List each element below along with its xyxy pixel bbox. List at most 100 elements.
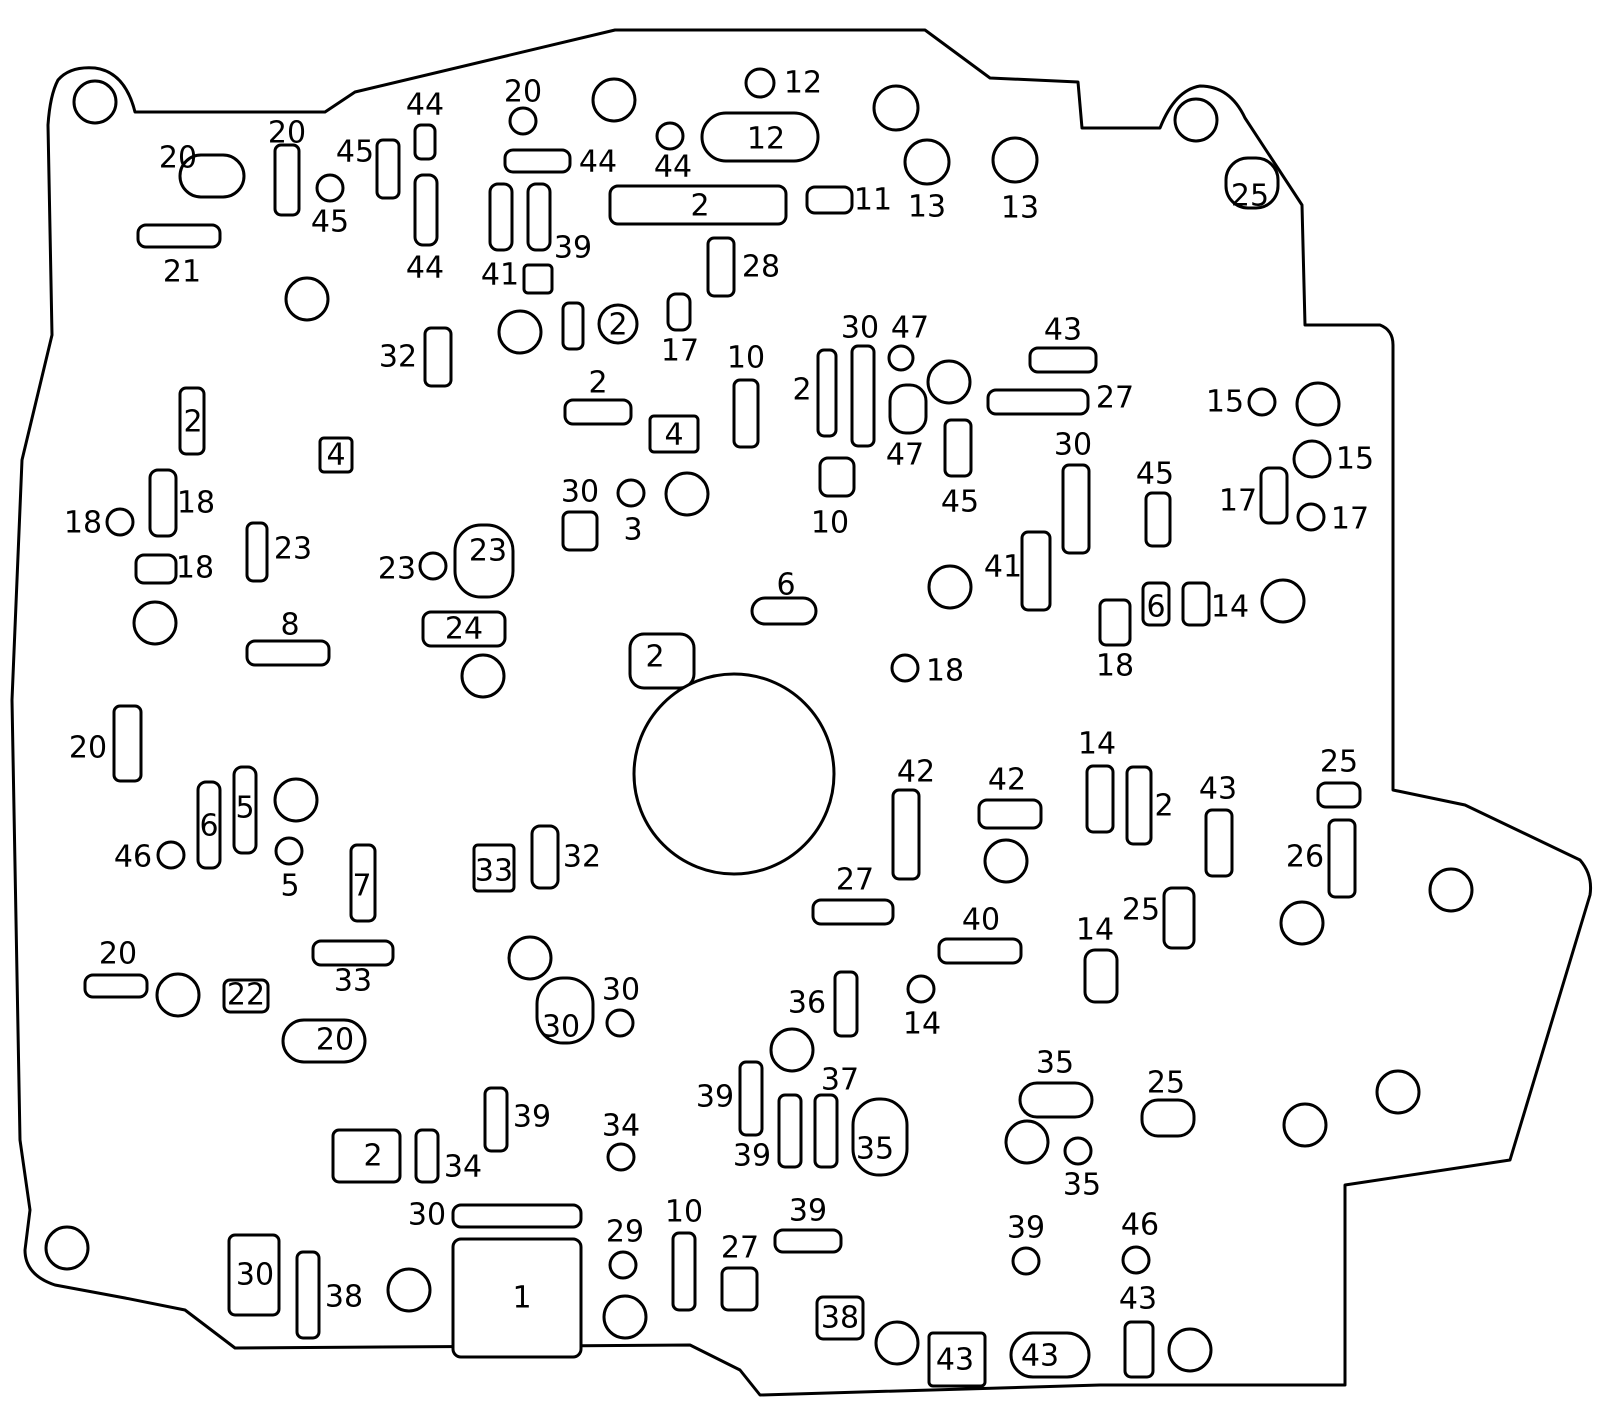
hole-34 (1428, 867, 1474, 913)
slot-31 (1061, 463, 1091, 555)
slot-7-label: 44 (579, 145, 617, 180)
slot-9 (526, 182, 552, 252)
hole-17-label: 17 (1331, 502, 1369, 537)
hole-14 (1247, 387, 1277, 417)
slot-22-label: 10 (727, 341, 765, 376)
slot-73 (813, 1093, 839, 1169)
slot-42 (1098, 598, 1132, 647)
slot-50 (472, 843, 516, 893)
hole-21 (664, 471, 710, 517)
slot-79 (227, 1233, 281, 1317)
slot-5 (413, 123, 437, 161)
hole-32 (605, 1008, 635, 1038)
hole-12 (887, 344, 915, 372)
slot-76 (331, 1128, 402, 1184)
slot-70 (1140, 1098, 1196, 1138)
slot-79-label: 30 (236, 1258, 274, 1293)
slot-8-label: 41 (481, 258, 519, 293)
slot-28 (986, 388, 1090, 416)
slot-85 (815, 1295, 865, 1341)
slot-28-label: 27 (1096, 381, 1134, 416)
hole-18 (105, 507, 135, 537)
slot-33 (148, 468, 178, 538)
slot-24-label: 30 (841, 311, 879, 346)
slot-18 (178, 386, 206, 456)
hole-16-label: 15 (1336, 442, 1374, 477)
slot-60-label: 2 (1154, 789, 1173, 824)
hole-2-label: 20 (504, 75, 542, 110)
hole-32-label: 30 (602, 973, 640, 1008)
slot-2-label: 21 (163, 255, 201, 290)
hole-41-label: 35 (1063, 1168, 1101, 1203)
hole-9 (284, 276, 330, 322)
hole-39 (1282, 1102, 1328, 1148)
slot-65-label: 40 (962, 903, 1000, 938)
hole-2 (508, 106, 538, 136)
hole-20 (616, 478, 646, 508)
slot-26 (943, 418, 973, 478)
slot-4-label: 45 (336, 135, 374, 170)
slot-46-label: 20 (69, 731, 107, 766)
slot-2 (136, 223, 222, 249)
slot-54-label: 22 (227, 978, 265, 1013)
slot-77 (414, 1128, 440, 1184)
slot-71 (738, 1060, 764, 1137)
slot-6 (413, 173, 439, 247)
slot-4 (375, 138, 401, 200)
slot-5-label: 44 (406, 88, 444, 123)
hole-6 (872, 84, 920, 132)
slot-3-label: 20 (268, 116, 306, 151)
slot-41 (1181, 581, 1211, 627)
slot-34-label: 18 (176, 551, 214, 586)
slot-84 (773, 1228, 843, 1254)
hole-7 (903, 138, 951, 186)
slot-81-label: 1 (512, 1281, 531, 1316)
slot-45 (628, 632, 696, 690)
slot-49 (349, 843, 377, 923)
slot-31-label: 30 (1054, 428, 1092, 463)
slot-83-label: 27 (721, 1231, 759, 1266)
slot-78 (451, 1203, 583, 1229)
slot-60 (1125, 765, 1153, 846)
text-1-label: 3 (623, 513, 642, 548)
slot-74 (851, 1097, 909, 1177)
slot-13-label: 11 (854, 183, 892, 218)
hole-8 (991, 136, 1039, 184)
slot-25 (888, 383, 928, 435)
slot-27 (1028, 346, 1098, 374)
hole-20-label: 30 (561, 475, 599, 510)
slot-40-label: 6 (1146, 590, 1165, 625)
slot-26-label: 45 (941, 485, 979, 520)
slot-44 (421, 610, 507, 648)
slot-56-label: 30 (542, 1010, 580, 1045)
hole-52 (1173, 97, 1219, 143)
hole-5 (744, 67, 776, 99)
hole-41 (1063, 1136, 1093, 1166)
slot-67 (1083, 948, 1119, 1004)
hole-29 (156, 840, 186, 870)
slot-34 (134, 553, 178, 585)
slot-88-label: 43 (1119, 1282, 1157, 1317)
slot-71-label: 39 (696, 1080, 734, 1115)
slot-64-label: 27 (836, 863, 874, 898)
hole-10 (497, 309, 543, 355)
slot-73-label: 37 (821, 1063, 859, 1098)
slot-61 (1204, 808, 1234, 878)
hole-24 (132, 600, 178, 646)
slot-29-label: 10 (811, 506, 849, 541)
slot-3 (273, 143, 301, 217)
slot-55 (281, 1018, 367, 1064)
hole-23 (1260, 578, 1306, 624)
slot-21-label: 4 (664, 418, 683, 453)
hole-15 (1295, 381, 1341, 427)
slot-53 (83, 973, 149, 999)
slot-10 (522, 263, 554, 295)
slot-50-label: 33 (475, 854, 513, 889)
slot-85-label: 38 (821, 1301, 859, 1336)
slot-76-label: 2 (363, 1139, 382, 1174)
slot-19 (318, 436, 354, 474)
slot-65 (937, 937, 1023, 965)
hole-46 (602, 1294, 648, 1340)
